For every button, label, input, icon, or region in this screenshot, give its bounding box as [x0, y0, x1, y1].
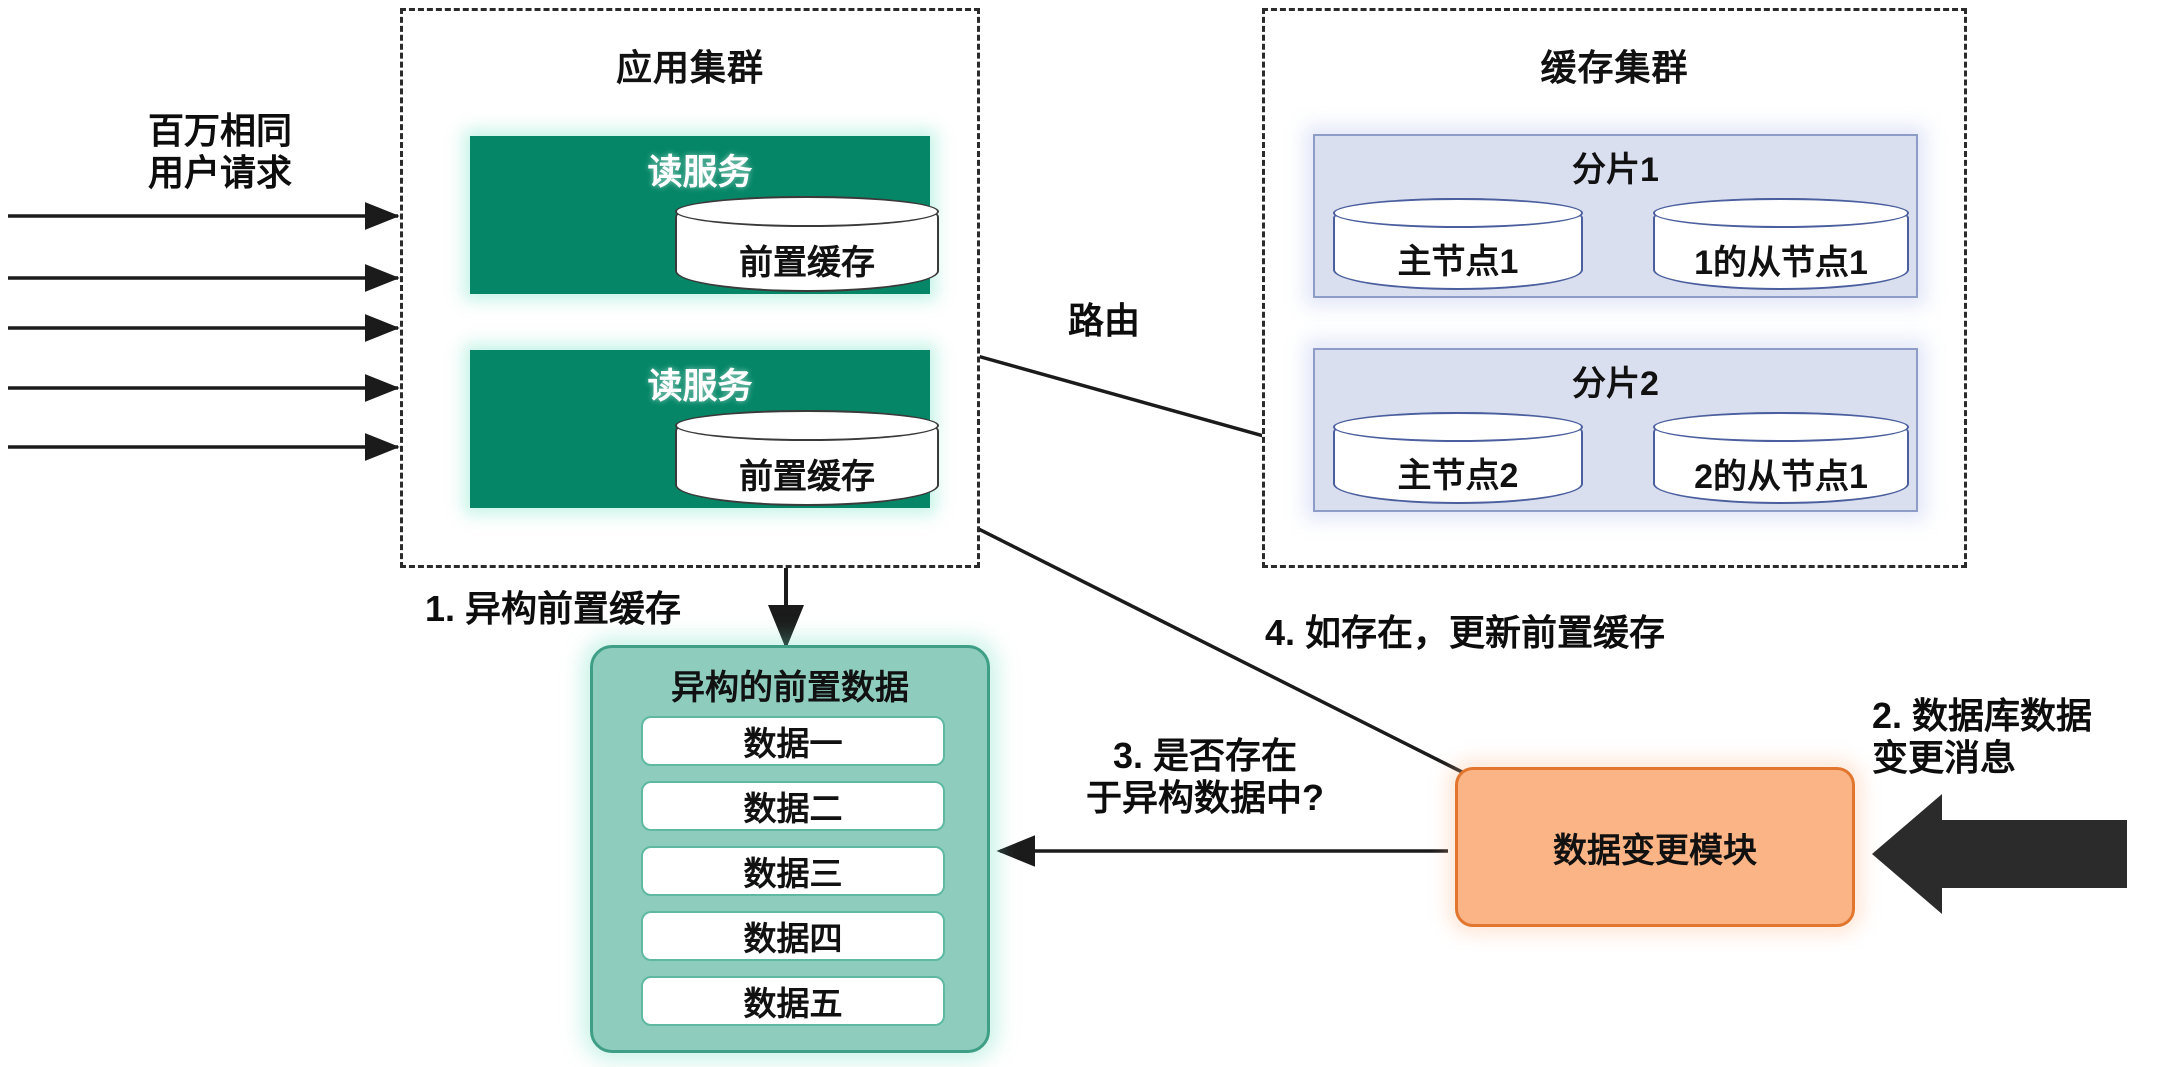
cache-cluster-title: 缓存集群 — [1540, 47, 1689, 88]
step2-label: 2. 数据库数据 变更消息 — [1872, 695, 2093, 779]
data-change-module[interactable]: 数据变更模块 — [1455, 767, 1855, 927]
shard-1-slave-cylinder[interactable]: 1的从节点1 — [1653, 198, 1909, 290]
routing-arrow — [962, 350, 1305, 452]
read-service-1[interactable]: 读服务 前置缓存 — [470, 136, 939, 294]
hetero-data-panel[interactable]: 异构的前置数据 数据一 数据二 数据三 数据四 数据五 — [590, 645, 990, 1053]
db-change-thick-arrow — [1872, 794, 2127, 914]
hetero-data-title: 异构的前置数据 — [671, 669, 909, 707]
routing-label: 路由 — [1068, 300, 1141, 341]
front-cache-2-label: 前置缓存 — [739, 458, 875, 497]
user-request-arrows — [8, 202, 400, 461]
user-request-note: 百万相同 用户请求 — [147, 110, 292, 194]
data-row[interactable]: 数据四 — [641, 911, 945, 961]
step1-label: 1. 异构前置缓存 — [425, 588, 682, 629]
data-row[interactable]: 数据一 — [641, 716, 945, 766]
shard-2-title: 分片2 — [1572, 365, 1659, 403]
cylinder-top-ellipse — [1333, 412, 1583, 442]
cylinder-top-ellipse — [1333, 198, 1583, 228]
shard-1-slave-label: 1的从节点1 — [1694, 243, 1868, 282]
read-service-1-label: 读服务 — [647, 153, 753, 192]
shard-1-master-label: 主节点1 — [1397, 243, 1519, 282]
shard-2-slave-label: 2的从节点1 — [1694, 457, 1868, 496]
data-row[interactable]: 数据五 — [641, 976, 945, 1026]
data-row[interactable]: 数据三 — [641, 846, 945, 896]
read-service-2[interactable]: 读服务 前置缓存 — [470, 350, 939, 508]
front-cache-cylinder-2[interactable]: 前置缓存 — [675, 410, 939, 506]
shard-1[interactable]: 分片1 主节点1 1的从节点1 — [1313, 134, 1918, 298]
front-cache-1-label: 前置缓存 — [739, 244, 875, 283]
shard-2-slave-cylinder[interactable]: 2的从节点1 — [1653, 412, 1909, 504]
data-row[interactable]: 数据二 — [641, 781, 945, 831]
shard-2[interactable]: 分片2 主节点2 2的从节点1 — [1313, 348, 1918, 512]
shard-2-master-label: 主节点2 — [1397, 457, 1519, 496]
step3-label: 3. 是否存在 于异构数据中? — [1086, 735, 1324, 819]
shard-2-master-cylinder[interactable]: 主节点2 — [1333, 412, 1583, 504]
front-cache-cylinder-1[interactable]: 前置缓存 — [675, 196, 939, 292]
shard-1-master-cylinder[interactable]: 主节点1 — [1333, 198, 1583, 290]
cylinder-top-ellipse — [675, 410, 939, 442]
step4-label: 4. 如存在，更新前置缓存 — [1265, 612, 1666, 653]
cylinder-top-ellipse — [675, 196, 939, 228]
shard-1-title: 分片1 — [1572, 151, 1659, 189]
read-service-2-label: 读服务 — [647, 367, 753, 406]
cylinder-top-ellipse — [1653, 198, 1909, 228]
app-cluster-title: 应用集群 — [615, 47, 764, 88]
cylinder-top-ellipse — [1653, 412, 1909, 442]
